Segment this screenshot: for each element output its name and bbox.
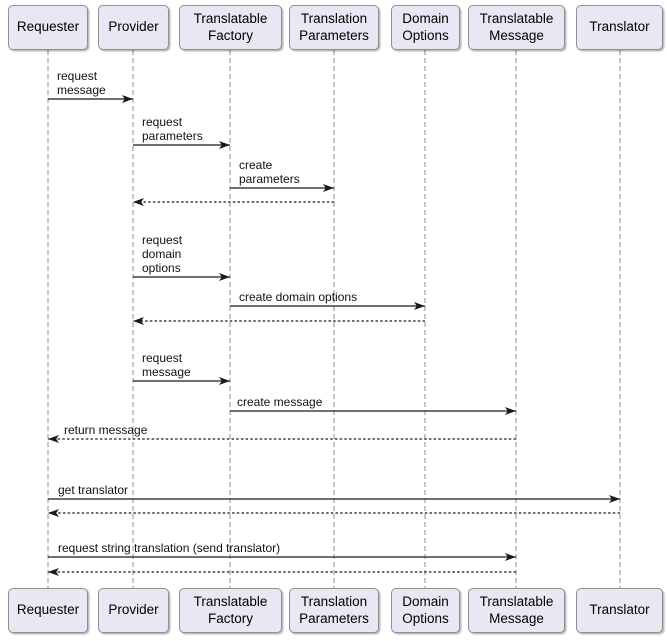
message-label-8: create message [237, 395, 323, 409]
actor-box-domain-options-bottom: Domain Options [391, 588, 460, 633]
message-label-1: request parameters [142, 115, 203, 143]
actor-box-translation-parameters-top: Translation Parameters [289, 5, 379, 50]
actor-box-domain-options-top: Domain Options [391, 5, 460, 50]
actor-box-translatable-factory-bottom: Translatable Factory [179, 588, 282, 633]
actor-box-translation-parameters-bottom: Translation Parameters [289, 588, 379, 633]
actor-box-translator-top: Translator [576, 5, 663, 50]
actor-box-translatable-message-top: Translatable Message [468, 5, 565, 50]
message-label-10: get translator [58, 483, 129, 497]
actor-box-provider-bottom: Provider [98, 588, 169, 633]
message-label-2: create parameters [239, 158, 300, 186]
message-label-12: request string translation (send transla… [58, 541, 281, 555]
actor-box-translatable-factory-top: Translatable Factory [179, 5, 282, 50]
actor-box-requester-bottom: Requester [8, 588, 88, 633]
actor-box-translator-bottom: Translator [576, 588, 663, 633]
actor-box-requester-top: Requester [8, 5, 88, 50]
message-label-9: return message [64, 423, 148, 437]
message-label-5: create domain options [239, 290, 358, 304]
message-label-0: request message [57, 69, 106, 97]
actor-box-provider-top: Provider [98, 5, 169, 50]
actor-box-translatable-message-bottom: Translatable Message [468, 588, 565, 633]
message-label-7: request message [142, 351, 191, 379]
message-label-4: request domain options [142, 233, 183, 275]
